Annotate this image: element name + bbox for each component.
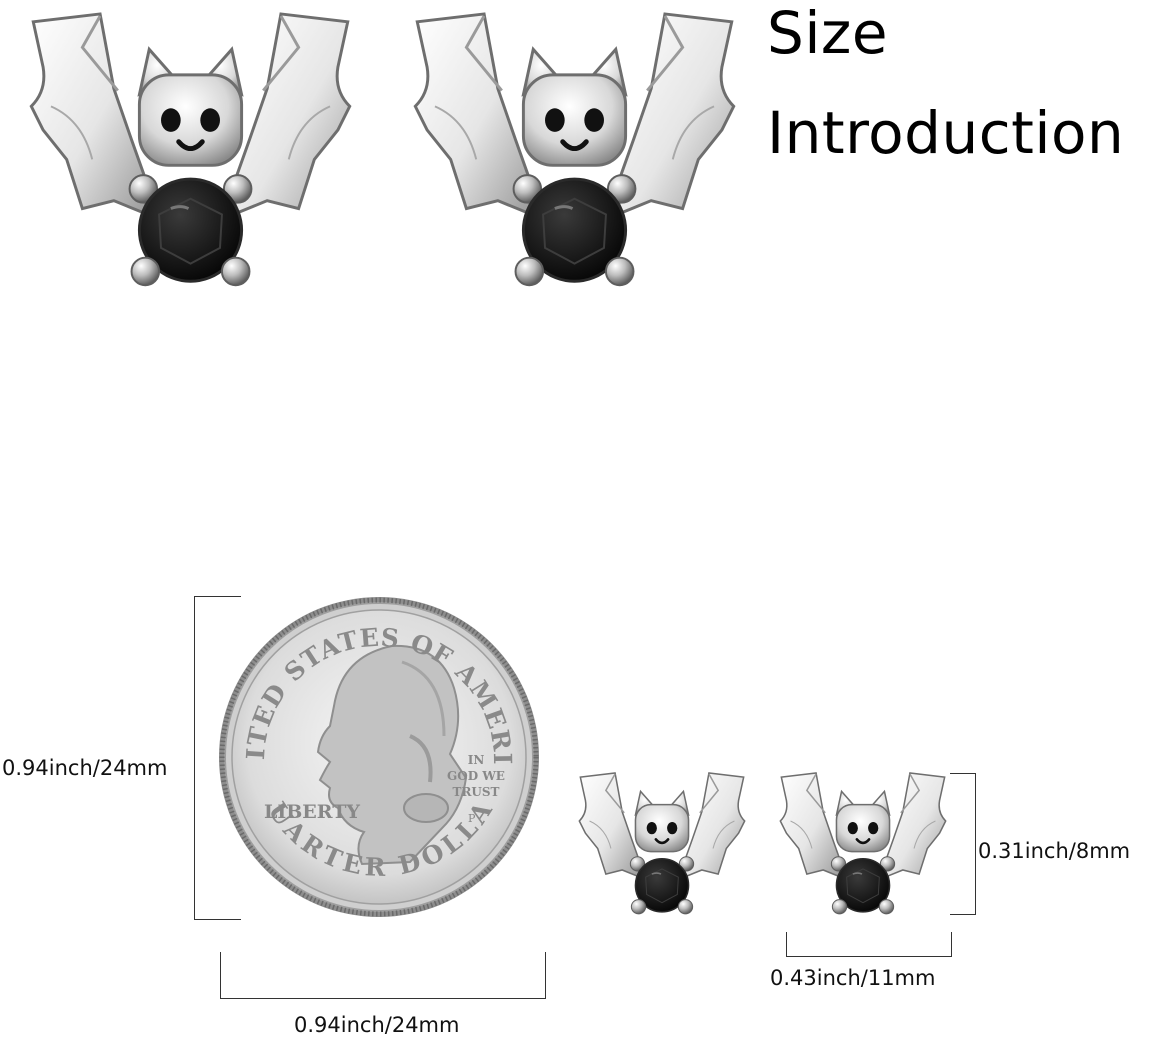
quarter-coin: UNITED STATES OF AMERICA QUARTER DOLLAR … — [214, 596, 539, 917]
coin-width-bracket — [220, 952, 546, 999]
coin-motto-line1: IN — [468, 753, 485, 767]
title-size: Size — [767, 0, 889, 67]
earring-height-bracket — [950, 773, 976, 915]
earring-height-label: 0.31inch/8mm — [978, 839, 1131, 863]
bat-earring-large-left — [18, 12, 363, 297]
coin-motto-line2: GOD WE — [447, 769, 505, 783]
earring-width-label: 0.43inch/11mm — [770, 966, 936, 990]
bat-earring-small-right — [773, 772, 953, 920]
bat-earring-large-right — [402, 12, 747, 297]
earring-width-bracket — [786, 932, 952, 957]
coin-liberty-text: LIBERTY — [264, 801, 360, 823]
coin-mint-mark: P — [468, 812, 476, 825]
coin-height-label: 0.94inch/24mm — [2, 756, 168, 780]
coin-motto-line3: TRUST — [453, 785, 500, 799]
coin-width-label: 0.94inch/24mm — [294, 1013, 460, 1037]
bat-earring-small-left — [572, 772, 752, 920]
title-introduction: Introduction — [767, 99, 1125, 167]
coin-height-bracket — [194, 596, 241, 920]
